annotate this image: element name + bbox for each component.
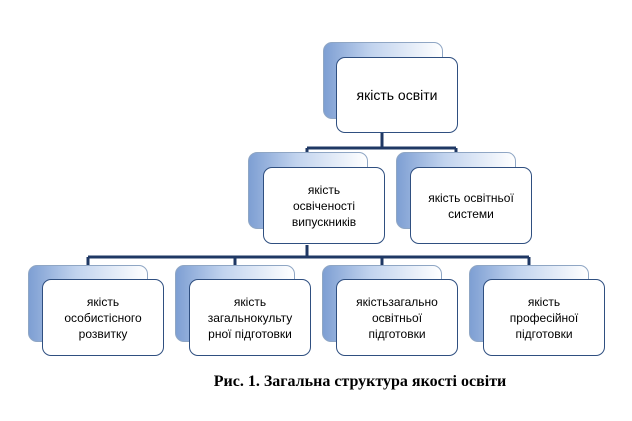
node-general-ed: якістьзагально освітньої підготовки (336, 279, 458, 356)
node-root: якість освіти (336, 57, 458, 133)
node-system: якість освітньої системи (410, 167, 532, 244)
node-graduates: якість освіченості випускників (263, 167, 385, 244)
node-personal: якість особистісного розвитку (42, 279, 164, 356)
node-cultural: якість загальнокульту рної підготовки (189, 279, 311, 356)
figure-caption: Рис. 1. Загальна структура якості освіти (213, 373, 507, 390)
connector-root-to-level2 (305, 132, 458, 166)
node-professional: якість професійної підготовки (483, 279, 605, 356)
connector-graduates-to-level3 (86, 245, 531, 282)
